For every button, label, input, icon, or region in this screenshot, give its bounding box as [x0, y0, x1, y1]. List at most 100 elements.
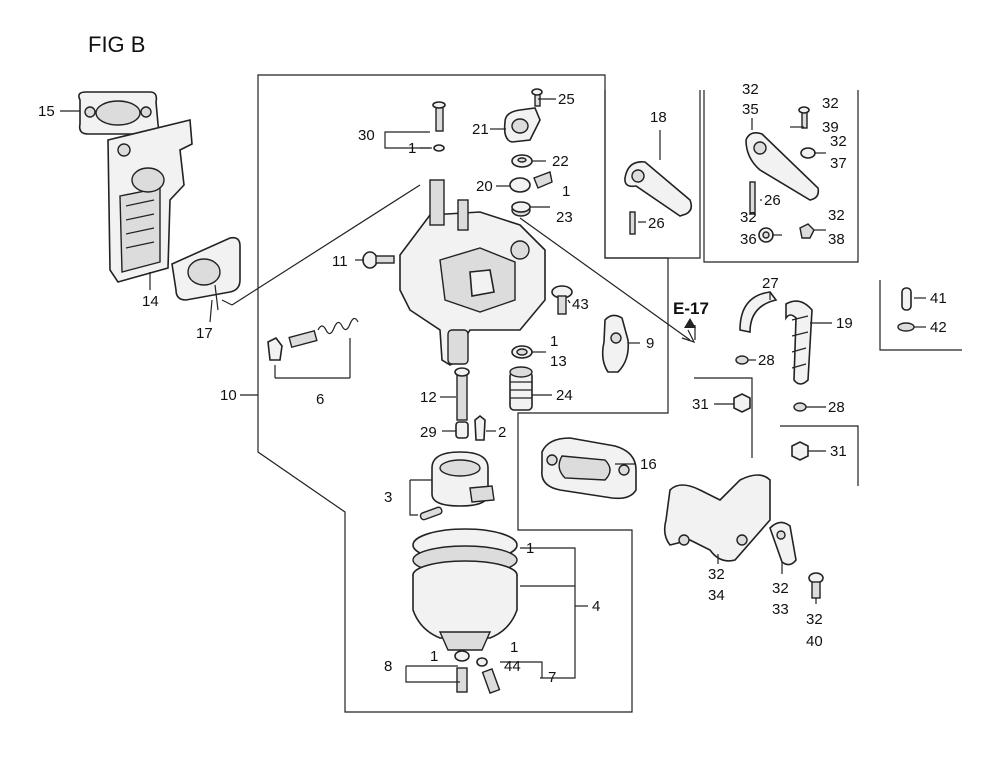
callout-3: 3: [384, 489, 392, 506]
o-ring-37: [800, 147, 816, 159]
callout-30: 30: [358, 127, 375, 144]
callout-32-a: 32: [742, 81, 759, 98]
callout-20: 20: [476, 178, 493, 195]
callout-32-g: 32: [772, 580, 789, 597]
callout-11: 11: [332, 253, 348, 270]
bracket-group-frame: [703, 90, 859, 263]
callout-1-f: 1: [510, 639, 518, 656]
callout-28-b: 28: [828, 399, 845, 416]
callout-28-a: 28: [758, 352, 775, 369]
carburetor-body: [399, 179, 546, 366]
callout-27: 27: [762, 275, 779, 292]
o-ring-13: [511, 345, 533, 359]
bracket-34: [663, 474, 771, 562]
lever-21: [503, 107, 541, 143]
callout-41: 41: [930, 290, 947, 307]
leader-lines: [60, 98, 926, 683]
callout-21: 21: [472, 121, 489, 138]
screw-43: [551, 285, 573, 315]
callout-32-h: 32: [806, 611, 823, 628]
callout-4: 4: [592, 598, 600, 615]
screw-40: [808, 572, 824, 599]
callout-10: 10: [220, 387, 237, 404]
screw-11: [362, 251, 395, 269]
pin-41: [901, 287, 912, 311]
callout-1-c: 1: [550, 333, 558, 350]
callout-43: 43: [572, 296, 589, 313]
gasket-15: [78, 91, 160, 135]
callout-18: 18: [650, 109, 667, 126]
callout-8: 8: [384, 658, 392, 675]
callout-6: 6: [316, 391, 324, 408]
reference-label: E-17: [673, 299, 709, 318]
callout-23: 23: [556, 209, 573, 226]
callout-26-b: 26: [764, 192, 781, 209]
callout-14: 14: [142, 293, 159, 310]
tube-19: [785, 300, 813, 385]
callout-22: 22: [552, 153, 569, 170]
spring-20: [509, 171, 553, 193]
callout-12: 12: [420, 389, 437, 406]
callout-39: 39: [822, 119, 839, 136]
pilot-screw-6: [267, 317, 359, 361]
callout-7: 7: [548, 669, 556, 686]
nut-38: [799, 223, 815, 239]
callout-40: 40: [806, 633, 823, 650]
callout-2: 2: [498, 424, 506, 441]
callout-32-b: 32: [822, 95, 839, 112]
callout-15: 15: [38, 103, 55, 120]
callout-17: 17: [196, 325, 213, 342]
callout-1-a: 1: [408, 140, 416, 157]
nut-frame-2: [780, 425, 859, 486]
emulsion-tube-24: [509, 366, 533, 411]
callout-19: 19: [836, 315, 853, 332]
main-jet-12: [454, 367, 470, 421]
callout-1-b: 1: [562, 183, 570, 200]
jet-29: [455, 421, 469, 439]
spring-36: [758, 227, 774, 243]
float-chamber-4: [412, 528, 518, 651]
nut-23: [511, 201, 531, 217]
callout-1-d: 1: [526, 540, 534, 557]
callout-33: 33: [772, 601, 789, 618]
callout-36: 36: [740, 231, 757, 248]
clip-group-frame: [879, 280, 962, 351]
callout-38: 38: [828, 231, 845, 248]
drain-bolt-8: [454, 650, 470, 693]
lever-group-frame: [604, 90, 701, 259]
needle-2: [474, 414, 486, 441]
callout-35: 35: [742, 101, 759, 118]
callout-24: 24: [556, 387, 573, 404]
bracket-35: [745, 132, 820, 215]
callout-32-f: 32: [708, 566, 725, 583]
callout-9: 9: [646, 335, 654, 352]
nut-31b: [791, 441, 809, 461]
gasket-16: [541, 437, 637, 500]
callout-1-e: 1: [430, 648, 438, 665]
callout-25: 25: [558, 91, 575, 108]
reference-arrow-icon: [684, 318, 696, 328]
callout-44: 44: [504, 658, 521, 675]
seal-22: [511, 154, 533, 168]
callout-26-a: 26: [648, 215, 665, 232]
clip-28a: [735, 355, 749, 365]
nut-31a: [733, 393, 751, 413]
screw-25: [531, 88, 543, 107]
drain-screw-44: [476, 657, 501, 694]
choke-lever-18: [624, 161, 693, 235]
insulator-14: [107, 119, 193, 283]
float-3: [419, 451, 495, 521]
callout-42: 42: [930, 319, 947, 336]
lever-9: [601, 314, 630, 373]
callout-34: 34: [708, 587, 725, 604]
callout-29: 29: [420, 424, 437, 441]
callout-32-c: 32: [830, 133, 847, 150]
callout-31-b: 31: [830, 443, 847, 460]
clip-28b: [793, 402, 807, 412]
lever-33: [769, 521, 797, 566]
figure-title: FIG B: [88, 32, 145, 57]
tube-27: [739, 291, 778, 333]
callout-13: 13: [550, 353, 567, 370]
callout-32-d: 32: [740, 209, 757, 226]
